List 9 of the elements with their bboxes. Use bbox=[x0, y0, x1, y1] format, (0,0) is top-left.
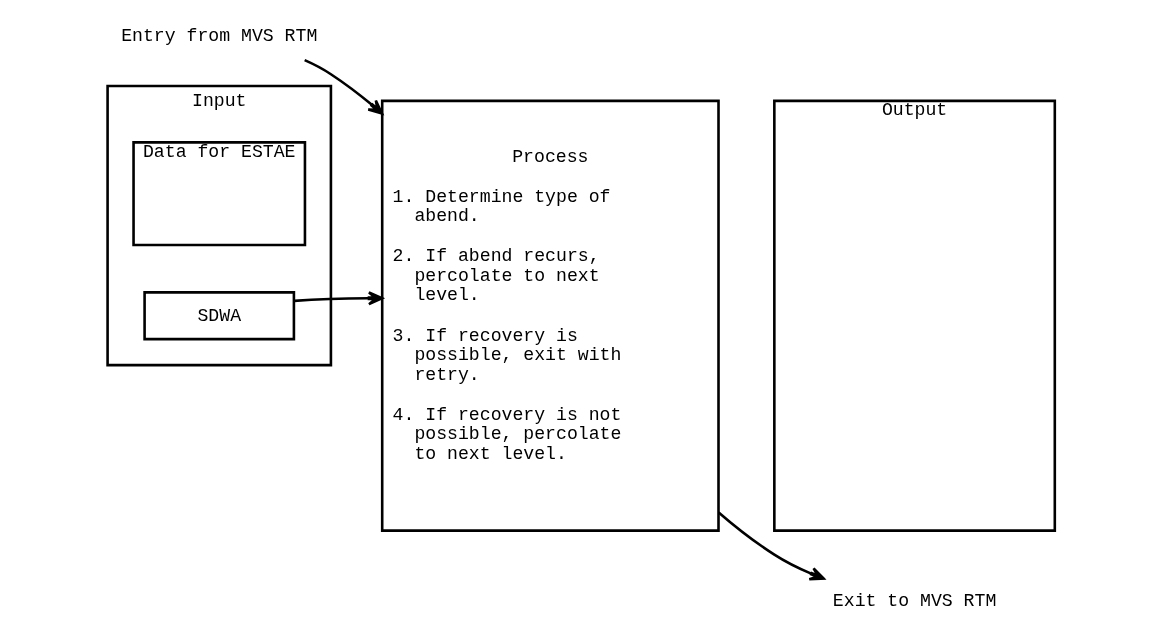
node-text: Exit to MVS RTM bbox=[832, 591, 997, 612]
arrow bbox=[304, 59, 384, 115]
node-text: Entry from MVS RTM bbox=[121, 26, 318, 47]
node-box: Data for ESTAE bbox=[132, 141, 307, 247]
arrow bbox=[294, 291, 384, 306]
node-box: SDWA bbox=[143, 291, 296, 341]
node-box: Output bbox=[773, 99, 1057, 532]
node-box: Process 1. Determine type of abend. 2. If abend recurs, percolate to next level. 3. If recovery is possible, exit with retry. 4. If recovery is not possible, percolate to next level. bbox=[380, 99, 720, 532]
arrow bbox=[717, 511, 825, 581]
